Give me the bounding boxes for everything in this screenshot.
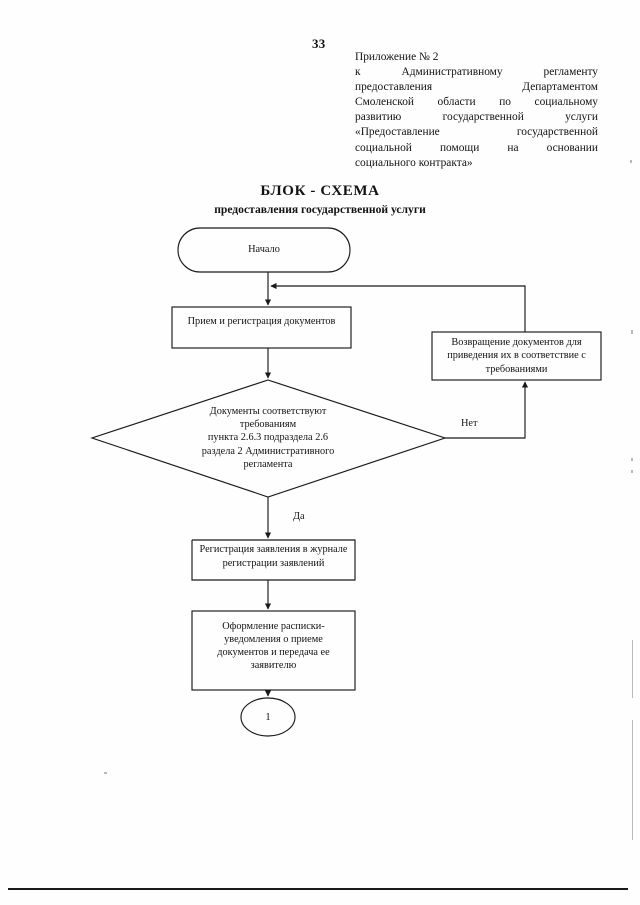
scan-speck — [631, 470, 633, 473]
node-decision-label: Документы соответствуют требованиям пунк… — [201, 405, 335, 470]
edge-return-to-intake — [270, 282, 526, 332]
scan-speck — [630, 160, 632, 163]
page-number: 33 — [312, 36, 326, 51]
node-receipt-shape — [191, 610, 356, 691]
node-connector-shape — [240, 697, 296, 737]
scan-speck — [631, 330, 633, 334]
appendix-line-5: развитию государственной услуги — [355, 111, 598, 124]
scan-speck — [632, 640, 633, 698]
node-start-shape — [177, 227, 351, 273]
flowchart-title: БЛОК - СХЕМА — [260, 183, 380, 199]
node-return-shape — [431, 331, 602, 381]
node-return-label: Возвращение документов для приведения их… — [447, 337, 586, 375]
appendix-line-8: социального контракта» — [355, 156, 473, 169]
scan-speck — [104, 772, 107, 774]
edge-label-no: Нет — [461, 418, 478, 429]
node-receipt-label: Оформление расписки- уведомления о прием… — [217, 620, 330, 672]
node-register-shape — [191, 539, 356, 581]
scan-speck — [631, 458, 633, 461]
appendix-line-7: социальной помощи на основании — [355, 141, 598, 154]
appendix-line-3: предоставления Департаментом — [355, 81, 598, 94]
appendix-line-1: Приложение № 2 — [355, 51, 439, 63]
appendix-reference-block: Приложение № 2 к Административному регла… — [355, 50, 598, 171]
node-intake-shape — [171, 306, 352, 349]
appendix-line-4: Смоленской области по социальному — [355, 96, 598, 109]
edge-label-yes: Да — [293, 511, 305, 522]
node-register-label: Регистрация заявления в журнале регистра… — [199, 544, 348, 569]
appendix-line-6: «Предоставление государственной — [355, 126, 598, 139]
node-connector-label: 1 — [265, 711, 271, 723]
appendix-line-2: к Административному регламенту — [355, 66, 598, 79]
node-start-label: Начало — [248, 244, 280, 256]
edge-decision-to-return — [445, 381, 529, 439]
flowchart-subtitle: предоставления государственной услуги — [214, 203, 426, 216]
footer-rule — [8, 888, 628, 890]
scan-speck — [632, 720, 633, 840]
node-intake-label: Прием и регистрация документов — [187, 316, 336, 328]
